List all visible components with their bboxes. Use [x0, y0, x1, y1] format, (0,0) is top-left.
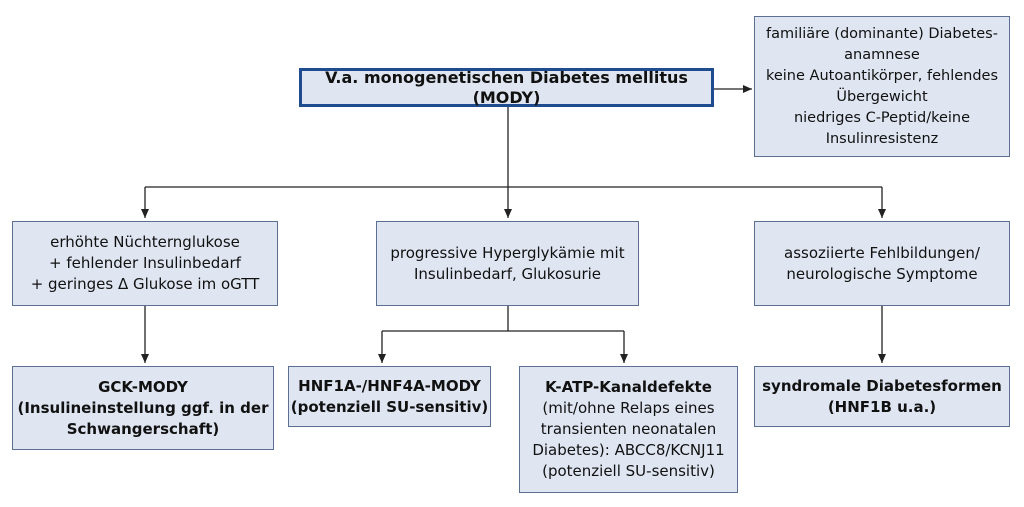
outcome-hnf-node: HNF1A-/HNF4A-MODY (potenziell SU-sensiti…: [288, 366, 491, 427]
branch-middle-line: progressive Hyperglykämie mit: [390, 243, 625, 262]
branch-left-line: + geringes Δ Glukose im oGTT: [30, 275, 260, 293]
outcome-gck-node: GCK-MODY (Insulineinstellung ggf. in der…: [12, 366, 274, 450]
outcome-katp-title: K-ATP-Kanaldefekte: [545, 378, 712, 396]
branch-left-node: erhöhte Nüchternglukose + fehlender Insu…: [12, 221, 278, 306]
criteria-line: Insulinresistenz: [825, 130, 939, 147]
outcome-katp-node: K-ATP-Kanaldefekte (mit/ohne Relaps eine…: [519, 366, 738, 493]
branch-left-line: + fehlender Insulinbedarf: [49, 254, 241, 272]
outcome-gck-line: GCK-MODY: [98, 377, 188, 396]
outcome-gck-line: (Insulineinstellung ggf. in der: [17, 398, 269, 417]
outcome-hnf-line: (potenziell SU-sensitiv): [290, 397, 489, 416]
branch-left-line: erhöhte Nüchternglukose: [50, 233, 240, 251]
outcome-katp-line: (mit/ohne Relaps eines: [542, 399, 715, 417]
criteria-line: Übergewicht: [836, 88, 928, 105]
outcome-gck-line: Schwangerschaft): [66, 419, 220, 438]
branch-right-line: assoziierte Fehlbildungen/: [784, 243, 980, 262]
outcome-hnf-line: HNF1A-/HNF4A-MODY: [298, 376, 481, 395]
outcome-syndromal-node: syndromale Diabetesformen (HNF1B u.a.): [754, 366, 1010, 427]
criteria-line: anamnese: [844, 46, 920, 63]
outcome-katp-line: transienten neonatalen: [540, 420, 717, 438]
outcome-katp-line: (potenziell SU-sensitiv): [542, 462, 715, 480]
branch-middle-line: Insulinbedarf, Glukosurie: [413, 264, 602, 283]
criteria-line: keine Autoantikörper, fehlendes: [765, 67, 999, 84]
criteria-line: niedriges C-Peptid/keine: [793, 109, 971, 126]
root-node: V.a. monogenetischen Diabetes mellitus (…: [299, 68, 714, 107]
root-label: V.a. monogenetischen Diabetes mellitus (…: [325, 67, 688, 107]
branch-middle-node: progressive Hyperglykämie mit Insulinbed…: [376, 221, 639, 306]
criteria-node: familiäre (dominante) Diabetes- anamnese…: [754, 16, 1010, 157]
outcome-katp-line: Diabetes): ABCC8/KCNJ11: [532, 441, 725, 459]
branch-right-line: neurologische Symptome: [786, 264, 978, 283]
outcome-syndromal-line: syndromale Diabetesformen: [762, 376, 1002, 395]
criteria-line: familiäre (dominante) Diabetes-: [766, 25, 998, 42]
branch-right-node: assoziierte Fehlbildungen/ neurologische…: [754, 221, 1010, 306]
outcome-syndromal-line: (HNF1B u.a.): [827, 397, 937, 416]
